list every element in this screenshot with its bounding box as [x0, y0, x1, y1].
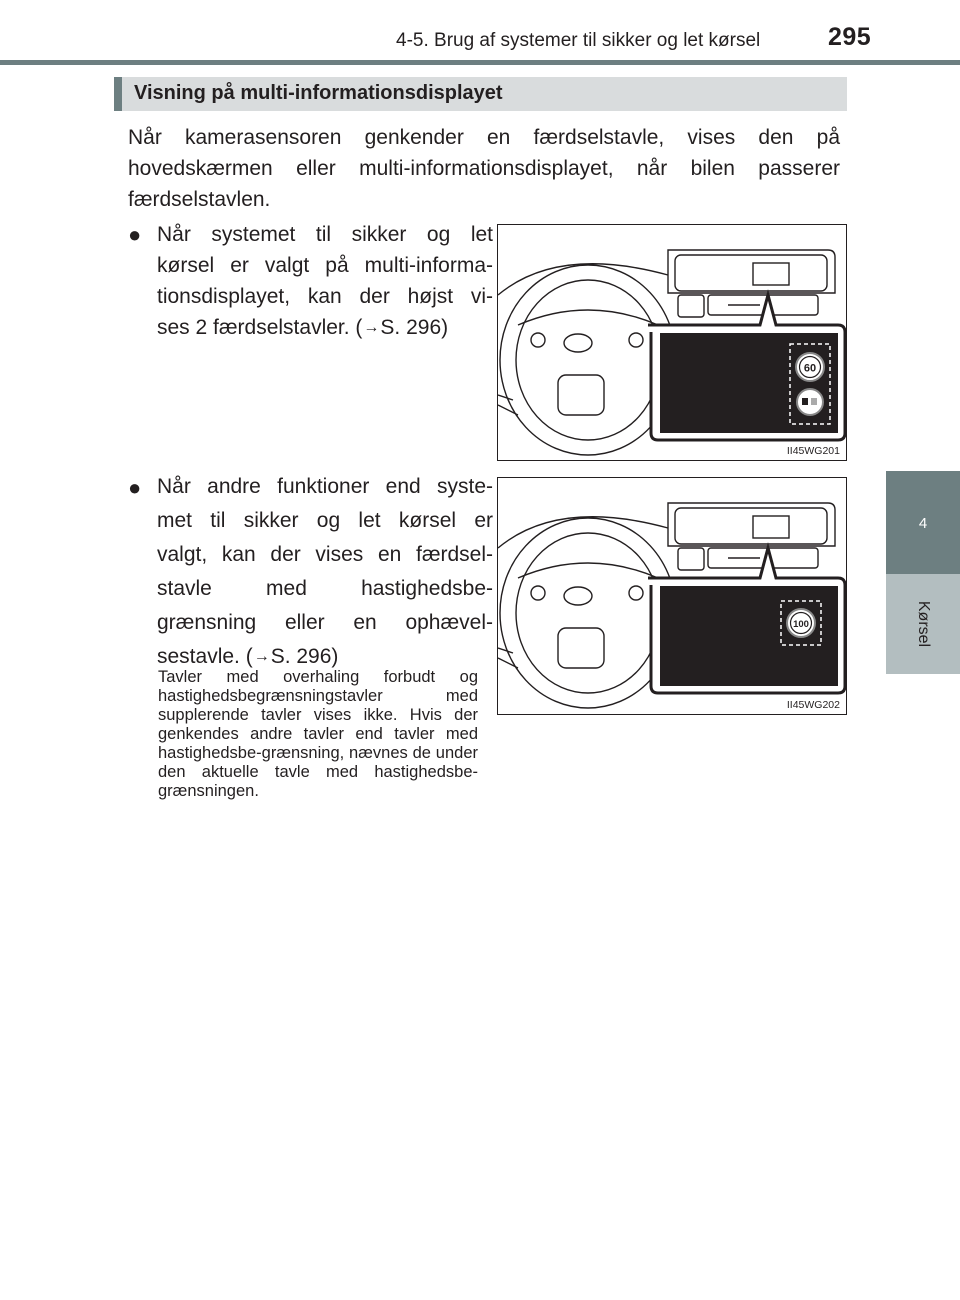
- figure-code: II45WG202: [786, 699, 840, 711]
- right-arrow-icon: →: [363, 319, 380, 336]
- bullet-text: Når andre funktioner end syste- met til …: [157, 472, 493, 672]
- dashboard-illustration: 60: [498, 249, 846, 456]
- chapter-label: Kørsel: [915, 600, 932, 648]
- bullet-line: grænsning eller en ophævel-: [157, 611, 493, 634]
- bullet-line: Når andre funktioner end syste-: [157, 475, 493, 498]
- bullet-icon: ●: [128, 475, 142, 500]
- chapter-tab: 4: [886, 471, 960, 574]
- chapter-number: 4: [918, 515, 928, 532]
- chapter-label-tab: Kørsel: [886, 574, 960, 674]
- page-reference: S. 296): [380, 316, 449, 339]
- figure-code: II45WG201: [786, 445, 840, 457]
- section-heading: Visning på multi-informationsdisplayet: [114, 77, 847, 111]
- figure-dashboard-2: 100 II45WG202: [497, 477, 847, 715]
- bullet-icon: ●: [128, 222, 142, 247]
- bullet-line-last: sestavle. (→S. 296): [157, 642, 493, 672]
- figure-dashboard-1: 60 II45WG201: [497, 224, 847, 461]
- header-rule: [0, 60, 960, 65]
- section-title: Visning på multi-informationsdisplayet: [134, 82, 503, 104]
- bullet-line: tionsdisplayet, kan der højst vi-: [157, 285, 493, 308]
- sign-60-label: 60: [804, 363, 816, 375]
- bullet-line: Når systemet til sikker og let: [157, 223, 493, 246]
- page-reference: S. 296): [270, 645, 339, 668]
- dashboard-illustration: 100: [498, 502, 846, 709]
- note-text: Tavler med overhaling forbudt og hastigh…: [158, 668, 478, 800]
- sign-100-label: 100: [793, 619, 809, 630]
- bullet-line: stavle med hastighedsbe-: [157, 577, 493, 600]
- bullet-line: met til sikker og let kørsel er: [157, 509, 493, 532]
- right-arrow-icon: →: [253, 648, 270, 665]
- header-section-title: 4-5. Brug af systemer til sikker og let …: [396, 30, 761, 51]
- page-number: 295: [828, 23, 872, 51]
- bullet-line-last: ses 2 færdselstavler. (→S. 296): [157, 312, 493, 343]
- bullet-line: kørsel er valgt på multi-informa-: [157, 254, 493, 277]
- bullet-text: Når systemet til sikker og let kørsel er…: [157, 219, 493, 343]
- intro-paragraph: Når kamerasensoren genkender en færdsels…: [128, 126, 840, 211]
- bullet-line: valgt, kan der vises en færdsel-: [157, 543, 493, 566]
